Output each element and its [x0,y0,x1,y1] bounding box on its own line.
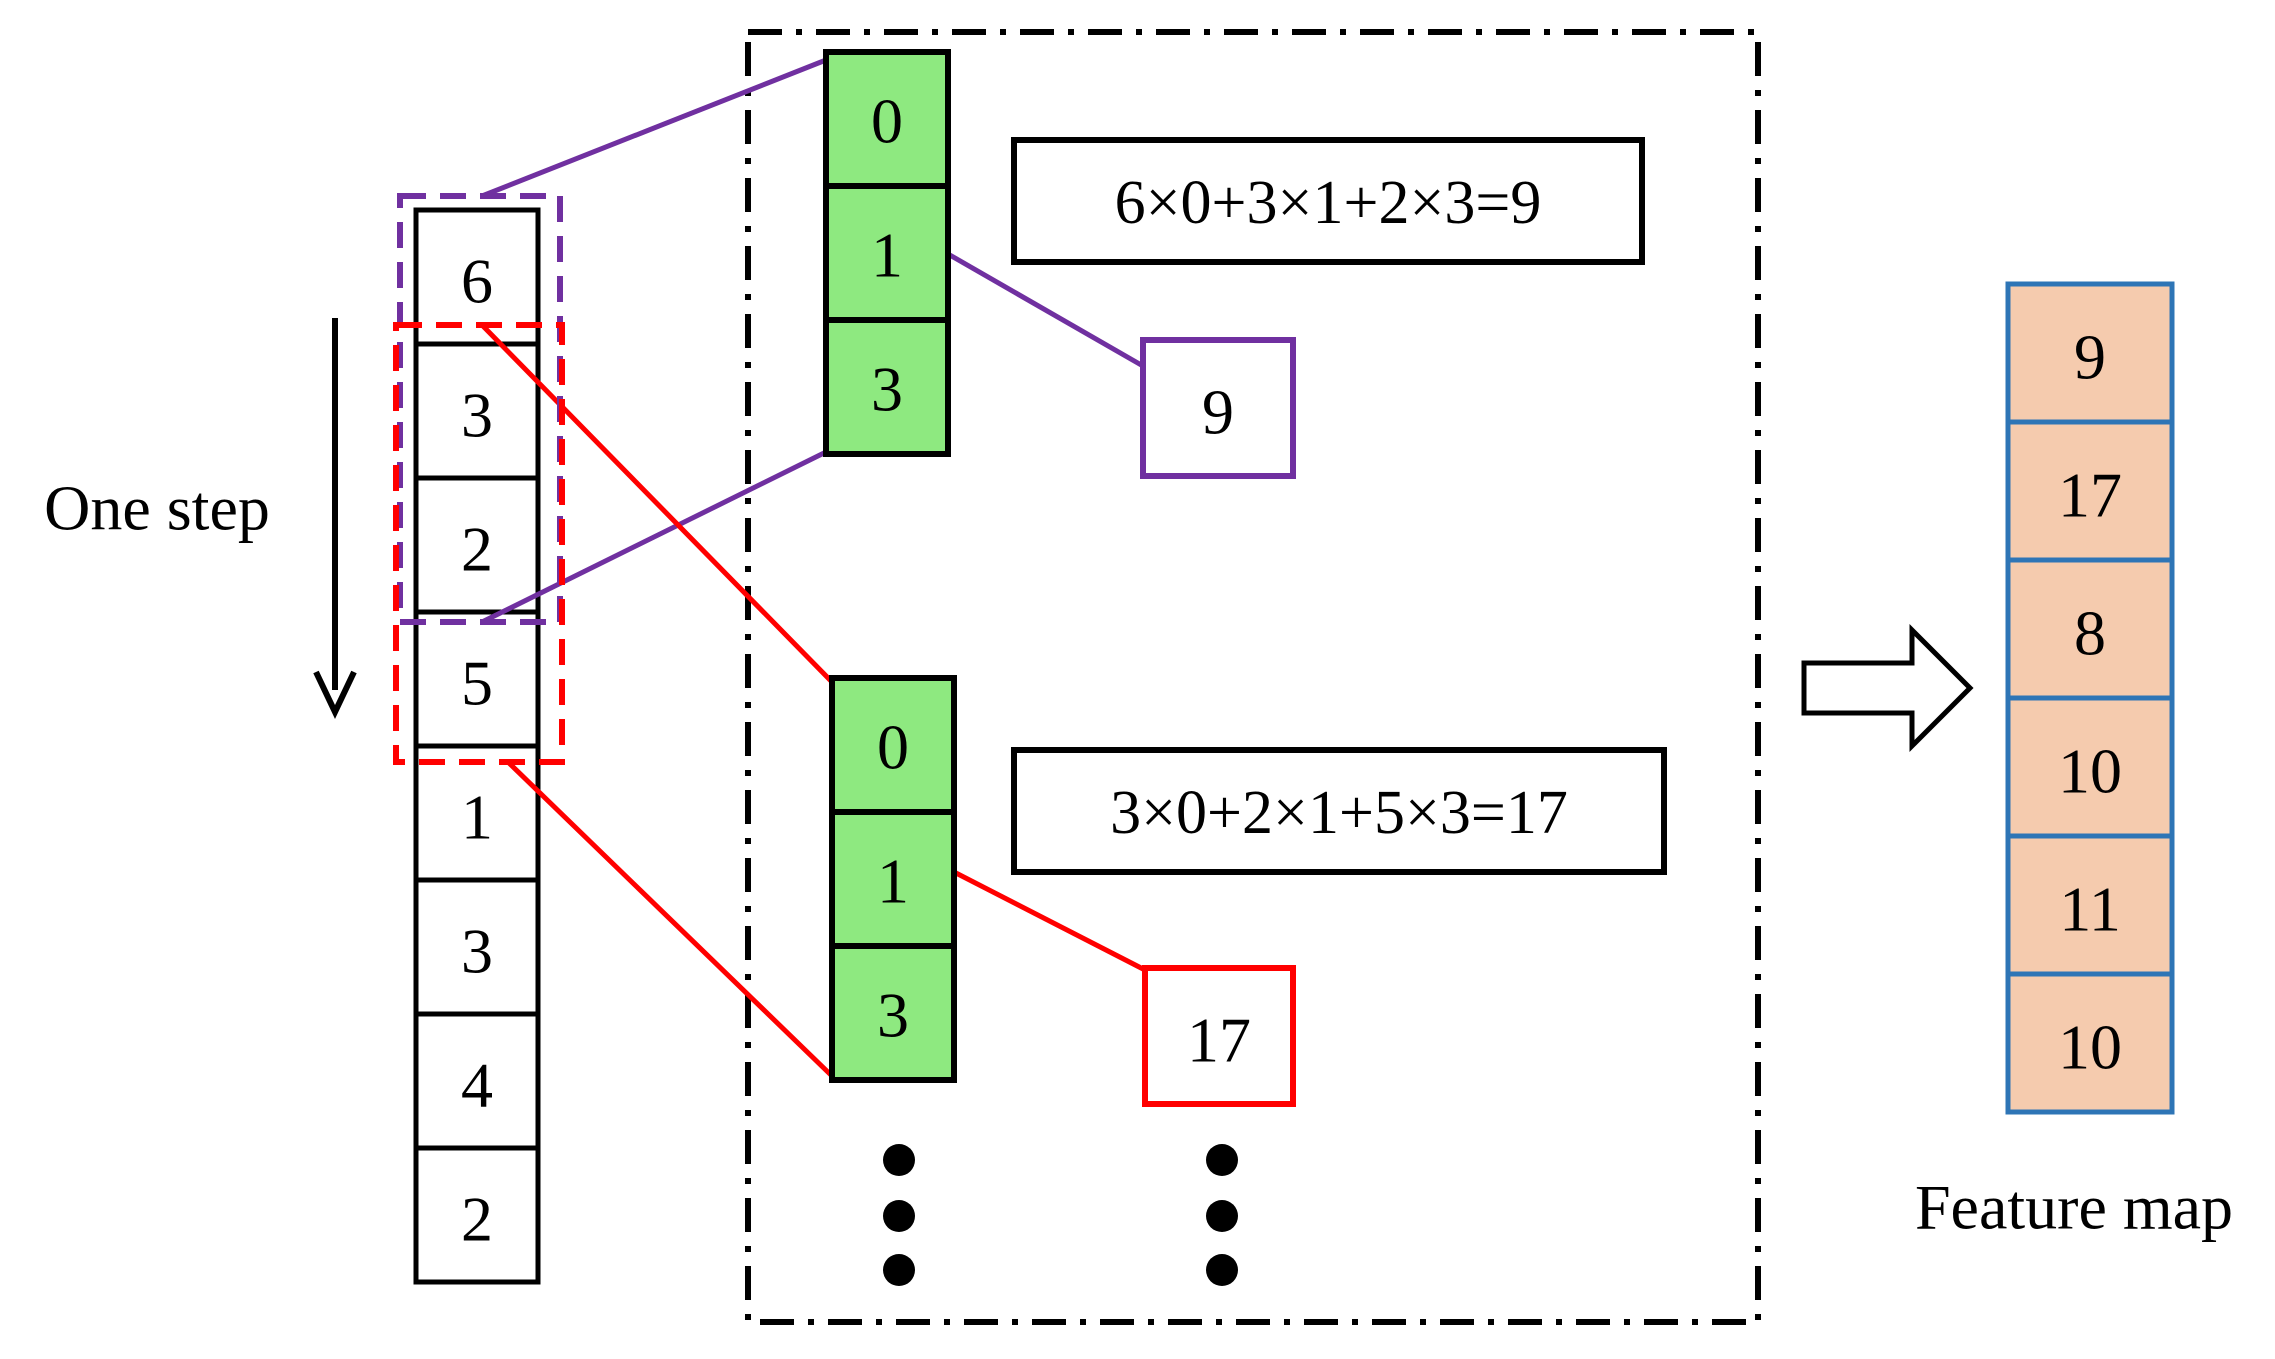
input-cell-value: 5 [461,648,493,719]
feature-cell-value: 11 [2059,874,2121,945]
input-cell-value: 4 [461,1050,493,1121]
input-cell [413,207,541,347]
window-2-highlight [393,322,565,765]
result-value: 17 [1187,1005,1251,1076]
result-box [1142,965,1296,1107]
kernels: 0 1 3 6×0+3×1+2×3=9 9 0 1 3 3×0+2×1+5×3=17 17 [823,49,1667,1107]
feature-cell [2005,281,2175,425]
input-cell [413,1011,541,1151]
formula-text: 6×0+3×1+2×3=9 [1115,169,1542,237]
formula-box [1011,747,1667,875]
feature-cell-value: 17 [2058,460,2122,531]
feature-cell-value: 9 [2074,322,2106,393]
input-sequence: 6 3 2 5 1 3 4 2 [413,207,541,1285]
input-cell-value: 2 [461,1184,493,1255]
input-cell-value: 6 [461,246,493,317]
vertical-ellipsis-icon [1206,1144,1238,1286]
kernel-cell-value: 3 [871,354,903,425]
connector-line [480,449,828,625]
input-cell [413,609,541,749]
feature-cell [2005,695,2175,839]
result-value: 9 [1202,377,1234,448]
input-cell [413,341,541,481]
input-cell [413,1145,541,1285]
feature-map-label: Feature map [1915,1172,2233,1243]
sliding-windows [393,193,565,765]
kernel-cell-value: 0 [871,86,903,157]
connector-line [480,323,834,684]
kernel-cell [823,317,951,457]
input-cell [413,475,541,615]
input-cell-value: 3 [461,380,493,451]
kernel-cell-value: 3 [877,980,909,1051]
connector-line [946,251,1145,369]
kernel-cell [829,943,957,1083]
hollow-right-arrow-icon [1801,623,1974,753]
connector-line [952,869,1147,973]
feature-cell [2005,971,2175,1115]
connector-line [481,57,827,199]
kernel-cell [823,49,951,189]
vertical-ellipsis-icon [883,1144,915,1286]
input-cell-value: 3 [461,916,493,987]
down-arrow-icon [313,318,357,719]
result-box [1140,337,1296,479]
input-cell [413,877,541,1017]
step-label: One step [44,473,270,544]
kernel-frame [745,29,1761,1325]
kernel-cell-value: 1 [871,220,903,291]
feature-cell-value: 10 [2058,1012,2122,1083]
input-cell-value: 1 [461,782,493,853]
formula-text: 3×0+2×1+5×3=17 [1110,779,1568,847]
feature-cell [2005,833,2175,977]
connector-line [506,760,834,1078]
connection-lines [480,57,1147,1078]
kernel-cell-value: 0 [877,712,909,783]
kernel-cell [829,809,957,949]
formula-box [1011,137,1645,265]
feature-cell [2005,557,2175,701]
kernel-cell-value: 1 [877,846,909,917]
feature-cell-value: 8 [2074,598,2106,669]
input-cell-value: 2 [461,514,493,585]
feature-cell [2005,419,2175,563]
kernel-cell [829,675,957,815]
feature-map: 9 17 8 10 11 10 [2005,281,2175,1115]
feature-cell-value: 10 [2058,736,2122,807]
